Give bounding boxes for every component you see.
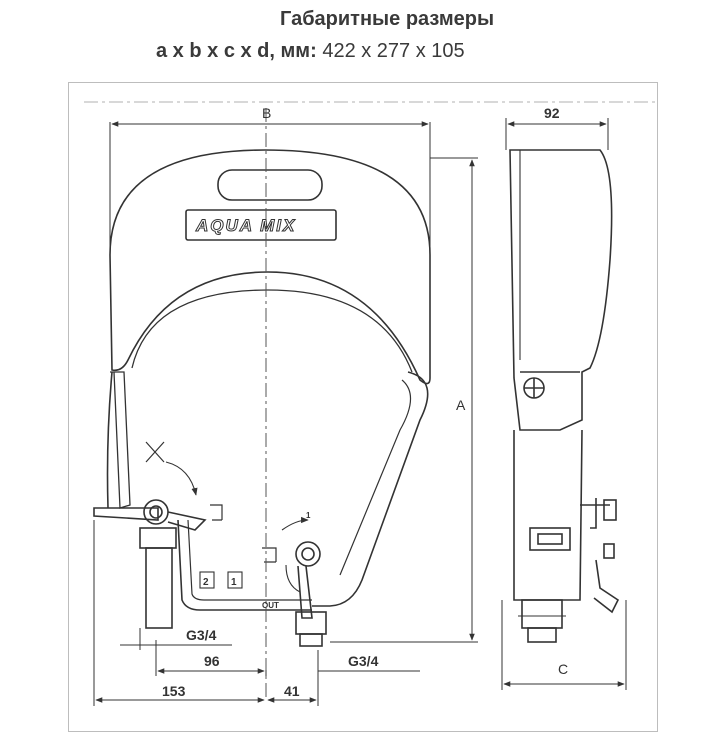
side-body — [509, 149, 613, 431]
head-outline — [109, 149, 431, 385]
title-line-1: Габаритные размеры — [280, 8, 495, 30]
box-2-label: 2 — [203, 577, 209, 588]
control-box-2 — [199, 571, 215, 589]
left-outlet — [139, 527, 177, 549]
left-lever — [93, 507, 159, 521]
dim-label-96: 96 — [204, 653, 220, 669]
dim-label-side-width: 92 — [544, 105, 560, 121]
dim-label-g34-right: G3/4 — [348, 653, 379, 669]
front-view — [93, 149, 431, 647]
side-lower-body — [513, 429, 583, 601]
dim-label-41: 41 — [284, 683, 300, 699]
control-box-1 — [227, 571, 243, 589]
side-lever — [593, 559, 620, 614]
dim-label-a: A — [456, 397, 466, 413]
front-dimensions — [93, 121, 478, 706]
dim-label-153: 153 — [162, 683, 186, 699]
side-dimensions — [501, 118, 627, 690]
right-arm — [312, 371, 429, 607]
arrow-1-label: 1 — [306, 511, 311, 520]
title-line-2: a x b x c x d, мм: 422 x 277 x 105 — [156, 40, 465, 63]
inner-arch — [131, 289, 413, 373]
dim-label-c: C — [558, 661, 568, 677]
right-valve — [295, 541, 321, 567]
dimension-label: a x b x c x d, мм: — [156, 40, 317, 62]
box-1-label: 1 — [231, 577, 237, 588]
dim-label-g34-left: G3/4 — [186, 627, 217, 643]
side-view — [509, 149, 620, 643]
dimension-values: 422 x 277 x 105 — [316, 40, 465, 62]
left-arm — [110, 371, 131, 509]
side-outlet — [521, 599, 563, 629]
brand-label: AQUA MIX — [195, 216, 296, 235]
bottom-channel — [177, 519, 312, 611]
handle-slot — [217, 169, 323, 201]
out-label: OUT — [262, 601, 279, 610]
dim-label-b: B — [262, 105, 271, 121]
drawing-frame — [68, 82, 658, 732]
brand-plate — [185, 209, 337, 241]
